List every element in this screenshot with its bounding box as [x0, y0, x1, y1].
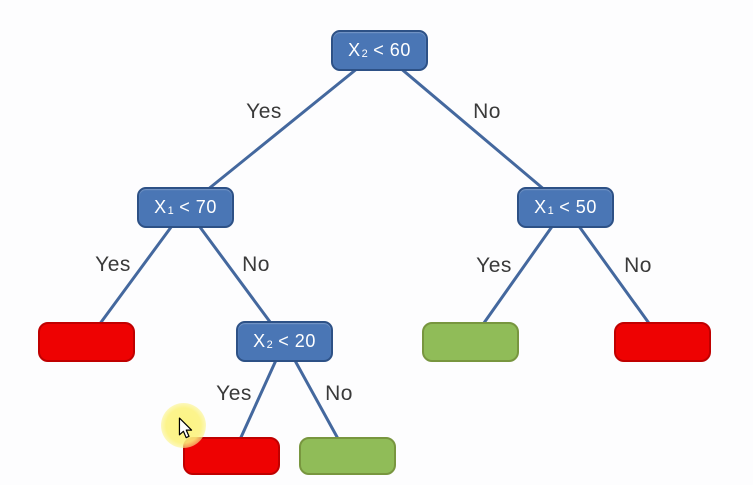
- edge-left-leaf1: [85, 206, 187, 344]
- leaf-node-red-2: [614, 322, 711, 362]
- leaf-node-red-3: [183, 437, 280, 475]
- edge-label-left-yes: Yes: [95, 253, 131, 276]
- leaf-node-green-1: [422, 322, 519, 362]
- node-comparison: < 70: [179, 197, 217, 217]
- node-variable: X: [154, 197, 167, 217]
- node-comparison: < 20: [278, 331, 316, 351]
- mouse-cursor-icon: [178, 417, 193, 439]
- node-variable: X: [534, 197, 547, 217]
- edge-label-left-no: No: [242, 253, 270, 276]
- node-comparison: < 50: [559, 197, 597, 217]
- leaf-node-red-1: [38, 322, 135, 362]
- edge-left-mid: [184, 206, 286, 343]
- node-comparison: < 60: [373, 40, 411, 60]
- leaf-node-green-2: [299, 437, 396, 475]
- edge-root-right: [378, 49, 567, 209]
- node-variable: X: [253, 331, 266, 351]
- edge-label-right-no: No: [624, 254, 652, 277]
- node-variable: X: [348, 40, 361, 60]
- edge-label-root-no: No: [473, 100, 501, 123]
- edge-label-mid-yes: Yes: [216, 382, 252, 405]
- edge-root-left: [184, 49, 381, 209]
- edge-label-mid-no: No: [325, 382, 353, 405]
- edge-right-leaf3: [564, 206, 664, 344]
- edge-right-leaf2: [469, 206, 567, 344]
- edge-label-right-yes: Yes: [476, 254, 512, 277]
- edge-label-root-yes: Yes: [246, 100, 282, 123]
